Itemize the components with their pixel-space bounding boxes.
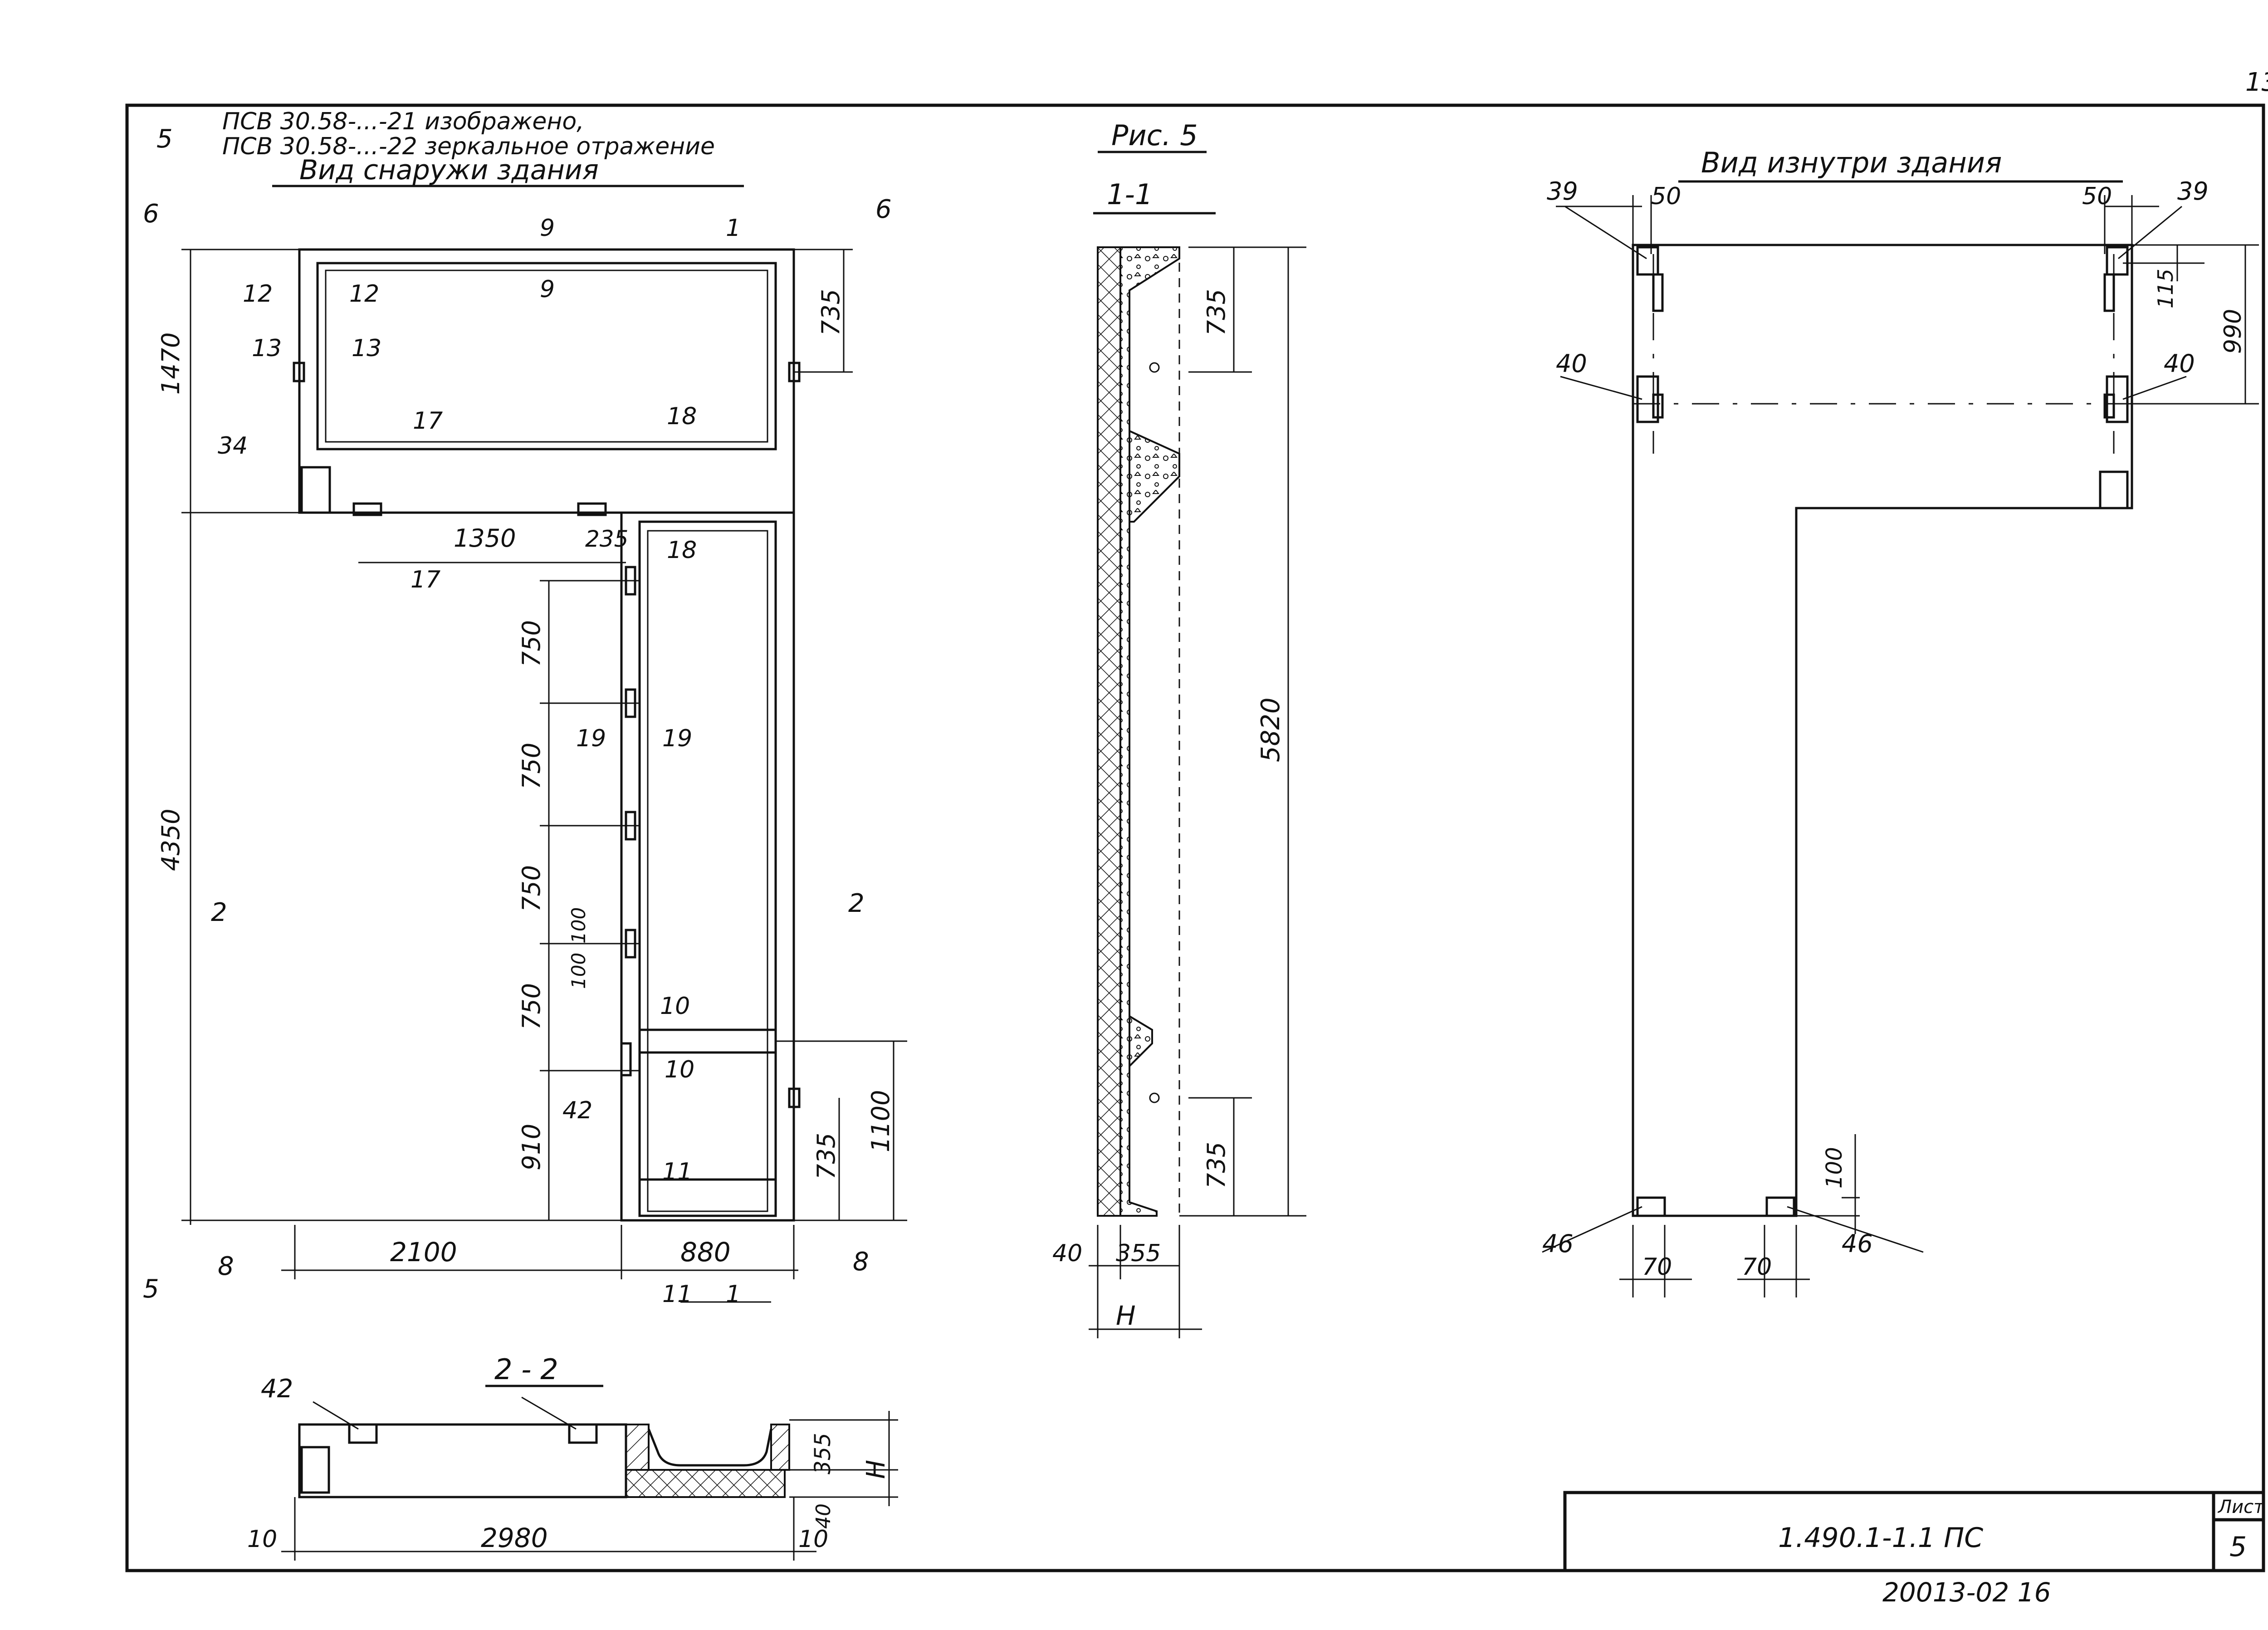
section-mark: 12 bbox=[243, 280, 273, 308]
section-mark: 10 bbox=[660, 993, 690, 1020]
mark-40-left: 40 bbox=[1556, 349, 1587, 378]
section-2-2-view: 2 - 2 42 10 2980 10 355 40 H bbox=[247, 1353, 898, 1561]
section-mark: 2 bbox=[848, 889, 865, 918]
section-mark: 10 bbox=[665, 1056, 694, 1083]
section-1-1-title: 1-1 bbox=[1107, 178, 1153, 211]
mark-39-right: 39 bbox=[2177, 177, 2209, 206]
section-mark: 42 bbox=[562, 1097, 592, 1124]
dim-text: 1470 bbox=[156, 333, 185, 395]
dim-text: 880 bbox=[680, 1237, 731, 1268]
section-mark: 6 bbox=[875, 195, 892, 224]
dim-text: 5820 bbox=[1256, 697, 1286, 762]
dim-text: 40 bbox=[1052, 1240, 1082, 1267]
dim-text: 355 bbox=[810, 1433, 836, 1474]
view-outside-title: Вид снаружи здания bbox=[299, 154, 599, 186]
dim-text: 100 bbox=[567, 953, 590, 989]
mark-42: 42 bbox=[261, 1374, 293, 1404]
dim-text: 735 bbox=[816, 289, 845, 336]
dim-text: 750 bbox=[517, 743, 546, 789]
section-mark: 1 bbox=[726, 1281, 741, 1308]
section-mark: 2 bbox=[211, 898, 227, 927]
mark-39-left: 39 bbox=[1547, 177, 1578, 206]
dim-text: 50 bbox=[1651, 183, 1681, 210]
dim-text: 2100 bbox=[390, 1237, 457, 1268]
mark-40-right: 40 bbox=[2164, 349, 2195, 378]
section-mark: 11 bbox=[662, 1281, 692, 1308]
dim-text: 990 bbox=[2219, 309, 2247, 354]
section-mark: 19 bbox=[662, 725, 692, 752]
view-inside-title: Вид изнутри здания bbox=[1701, 146, 2002, 179]
section-2-2-title: 2 - 2 bbox=[494, 1353, 558, 1386]
dim-text: 4350 bbox=[156, 809, 185, 871]
dim-text: 1100 bbox=[866, 1090, 895, 1152]
dim-text: 235 bbox=[585, 526, 628, 552]
dim-text: 910 bbox=[517, 1124, 546, 1170]
section-mark: 8 bbox=[218, 1252, 234, 1281]
dim-text: H bbox=[1116, 1300, 1136, 1331]
section-mark: 34 bbox=[218, 432, 248, 460]
section-mark: 18 bbox=[667, 537, 697, 564]
section-mark: 19 bbox=[576, 725, 606, 752]
dim-text: 70 bbox=[1742, 1253, 1772, 1281]
mark-46-right: 46 bbox=[1842, 1229, 1873, 1258]
dim-text: 115 bbox=[2153, 269, 2178, 308]
section-mark: 13 bbox=[352, 335, 381, 362]
section-mark: 17 bbox=[413, 407, 443, 435]
dim-text: 355 bbox=[1116, 1240, 1161, 1267]
dim-text: 50 bbox=[2082, 183, 2112, 210]
dim-text: 750 bbox=[517, 865, 546, 912]
dim-text: 40 bbox=[812, 1503, 835, 1529]
sheet-label: Лист bbox=[2217, 1497, 2265, 1517]
section-mark: 12 bbox=[349, 280, 379, 308]
dim-text: 735 bbox=[1202, 1142, 1231, 1189]
inside-view: Вид изнутри здания bbox=[1542, 146, 2259, 1297]
dim-text: H bbox=[861, 1460, 891, 1479]
note-line-2: ПСВ 30.58-...-22 зеркальное отражение bbox=[222, 133, 715, 160]
dim-text: 100 bbox=[567, 907, 590, 944]
dim-text: 750 bbox=[517, 983, 546, 1030]
dim-text: 2980 bbox=[481, 1522, 548, 1553]
outside-view: ПСВ 30.58-...-21 изображено, ПСВ 30.58-.… bbox=[143, 108, 907, 1308]
stamp-number: 20013-02 16 bbox=[1882, 1577, 2051, 1608]
section-mark: 13 bbox=[252, 335, 282, 362]
dim-text: 100 bbox=[1822, 1147, 1847, 1189]
dim-text: 735 bbox=[812, 1133, 841, 1180]
sheet-frame bbox=[125, 103, 2265, 1572]
section-mark: 5 bbox=[143, 1274, 159, 1304]
section-mark: 5 bbox=[156, 124, 173, 154]
note-line-1: ПСВ 30.58-...-21 изображено, bbox=[222, 108, 584, 135]
dim-text: 10 bbox=[247, 1526, 277, 1553]
section-mark: 18 bbox=[667, 403, 697, 430]
section-mark: 6 bbox=[143, 199, 159, 229]
section-mark: 9 bbox=[540, 276, 555, 303]
section-mark: 8 bbox=[853, 1247, 869, 1277]
dim-text: 10 bbox=[798, 1526, 828, 1553]
page-number: 13 bbox=[2245, 68, 2268, 97]
mark-46-left: 46 bbox=[1542, 1229, 1574, 1258]
dim-text: 1350 bbox=[454, 524, 516, 553]
section-mark: 11 bbox=[662, 1158, 692, 1185]
section-mark: 17 bbox=[411, 566, 440, 593]
section-mark: 1 bbox=[726, 215, 741, 242]
section-1-1-view: Рис. 5 1-1 735 5820 735 40 355 H bbox=[1052, 119, 1306, 1338]
section-mark: 9 bbox=[540, 215, 555, 242]
lower-panel bbox=[620, 511, 795, 1222]
figure-label: Рис. 5 bbox=[1111, 119, 1198, 152]
title-block: 1.490.1-1.1 ПС Лист 5 20013-02 16 bbox=[1563, 1491, 2265, 1608]
dim-text: 750 bbox=[517, 620, 546, 667]
sheet-number: 5 bbox=[2229, 1531, 2247, 1563]
dim-text: 735 bbox=[1202, 289, 1231, 336]
doc-code: 1.490.1-1.1 ПС bbox=[1778, 1522, 1983, 1554]
dim-text: 70 bbox=[1642, 1253, 1672, 1281]
